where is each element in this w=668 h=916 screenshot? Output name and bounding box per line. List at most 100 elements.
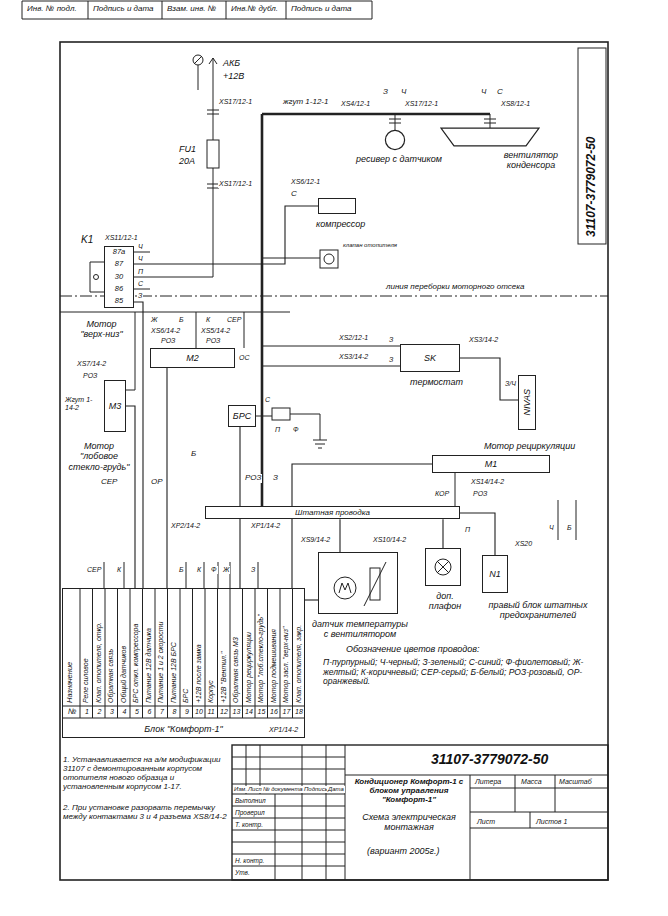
wire-connector bbox=[292, 464, 432, 588]
wire-connector bbox=[134, 302, 143, 588]
wiring bbox=[207, 110, 219, 188]
table-cell: Мотор рециркуляции bbox=[245, 631, 253, 704]
node-label: 87а bbox=[112, 248, 127, 257]
wiring bbox=[262, 114, 490, 506]
wire-label: K1 bbox=[80, 234, 94, 245]
lamp-box: доп. плафон bbox=[425, 548, 461, 586]
wire-label: XS8/12-1 bbox=[500, 100, 531, 108]
table-cell: 3 bbox=[109, 708, 115, 716]
relay-pins: 87а87308685 bbox=[104, 246, 134, 308]
table-cell: 12 bbox=[219, 708, 229, 716]
table-cell: +12В "Вентил." bbox=[220, 651, 228, 705]
motor-box: Мотор рециркуляцииМ1 bbox=[432, 455, 550, 473]
wiring bbox=[262, 346, 400, 366]
wire-label: Б bbox=[178, 316, 185, 324]
table-cell: Общий датчиков bbox=[120, 645, 128, 704]
stamp-cell: Инв.№ дубл. bbox=[230, 5, 279, 14]
title-block-cell: Схема электрическая монтажная bbox=[349, 812, 469, 832]
wire-connector bbox=[460, 513, 495, 555]
wire-connector bbox=[166, 368, 167, 588]
wire-label: К bbox=[116, 566, 122, 574]
title-block-cell: Масса bbox=[520, 778, 543, 786]
wire-label: К bbox=[196, 566, 202, 574]
wiring bbox=[104, 562, 258, 588]
wire-label: XS3/14-2 bbox=[468, 336, 499, 344]
node-label: Блок "Комфорт-1" bbox=[143, 724, 224, 734]
title-block-cell: Утв. bbox=[234, 869, 251, 876]
thermostat-box: SKтермостат bbox=[400, 344, 460, 372]
wire-label: РОЗ bbox=[160, 337, 176, 345]
condenser-fan: вентилятор конденсора bbox=[440, 128, 540, 146]
wiring bbox=[60, 312, 290, 348]
table-cell: 8 bbox=[172, 708, 178, 716]
wire-label: клапан отопителя bbox=[342, 242, 398, 249]
wire-connector bbox=[460, 358, 518, 400]
table-cell: Клап. отопителя, закр. bbox=[295, 624, 303, 704]
component-symbols bbox=[437, 561, 449, 573]
wiring bbox=[207, 140, 219, 168]
wire-connector bbox=[339, 519, 340, 552]
wire-connector bbox=[126, 406, 135, 588]
wire-label: Ч bbox=[480, 88, 487, 97]
title-block-cell: Изм. bbox=[233, 786, 248, 793]
table-cell: 11 bbox=[207, 708, 216, 716]
node-label: NIVAS bbox=[522, 388, 532, 417]
node-caption: доп. плафон bbox=[420, 591, 470, 612]
wire-label: Жгут 1-14-2 bbox=[64, 396, 102, 412]
title-block-cell: Листов 1 bbox=[535, 818, 568, 826]
title-block-cell: № документа bbox=[262, 786, 304, 793]
wire-label: ОС bbox=[238, 354, 251, 362]
title-block-cell: Лист bbox=[476, 818, 496, 826]
component-symbols bbox=[435, 559, 451, 575]
wire-label: XS9/14-2 bbox=[300, 536, 331, 544]
table-cell: Мотор подмешивания bbox=[270, 628, 278, 704]
wire-label: РОЗ bbox=[82, 372, 98, 380]
wire-label: XS10/14-2 bbox=[372, 536, 407, 544]
node-caption: правый блок штатных предохранителей bbox=[481, 600, 595, 621]
wire-label: РОЗ bbox=[244, 474, 262, 483]
wire-label: ОР bbox=[150, 478, 164, 487]
table-grid bbox=[62, 706, 305, 718]
table-cell: 4 bbox=[122, 708, 128, 716]
node-label: М1 bbox=[484, 459, 499, 469]
wire-label: Ч bbox=[400, 88, 407, 97]
node-caption: Мотор рециркуляции bbox=[483, 441, 576, 451]
wire-label: XS5/14-2 bbox=[200, 327, 231, 335]
wiring bbox=[455, 473, 456, 506]
wiring bbox=[194, 56, 202, 90]
node-caption: датчик температуры с вентилятором bbox=[311, 619, 409, 640]
compressor-box: компрессор bbox=[318, 198, 356, 214]
fan-outline bbox=[440, 128, 540, 146]
wire-label: РОЗ bbox=[472, 490, 488, 498]
sheet-frame bbox=[22, 1, 372, 19]
node-caption: ресивер с датчиком bbox=[355, 154, 443, 164]
sheet-frame bbox=[578, 48, 606, 244]
wiring bbox=[324, 254, 334, 264]
wire-label: З bbox=[272, 474, 279, 483]
title-block-cell: Масштаб bbox=[558, 778, 593, 786]
wire-label: З/Ч bbox=[504, 380, 517, 388]
wire-connector bbox=[134, 206, 318, 264]
stamp-cell: Инв. № подл. bbox=[26, 5, 78, 14]
title-block-cell: Кондиционер Комфорт-1 с блоком управлени… bbox=[349, 778, 469, 805]
table-cell: 18 bbox=[294, 708, 304, 716]
wire-label: XS6/12-1 bbox=[290, 178, 321, 186]
wire-label: СЕР bbox=[86, 566, 102, 574]
wire-label: XP2/14-2 bbox=[170, 522, 201, 530]
wiring bbox=[320, 250, 338, 268]
node-label: Штатная проводка bbox=[294, 508, 371, 517]
wire-label: З bbox=[388, 336, 394, 344]
node-label: 85 bbox=[114, 297, 124, 306]
node-caption: компрессор bbox=[315, 219, 366, 229]
wire-label: XS17/12-1 bbox=[218, 180, 253, 188]
wire-label: П bbox=[464, 526, 471, 534]
table-cell: Питание 1 и 2 скорости bbox=[157, 621, 165, 704]
wire-label: Ж bbox=[150, 316, 158, 324]
table-cell: 1 bbox=[84, 708, 90, 716]
wire-label: 20А bbox=[178, 156, 196, 166]
stamp-cell: Подпись и дата bbox=[92, 5, 155, 14]
wire-label: К bbox=[205, 316, 211, 324]
wire-label: РОЗ bbox=[205, 337, 221, 345]
title-block-cell: Литера bbox=[474, 778, 502, 786]
node-label: SK bbox=[423, 353, 437, 363]
